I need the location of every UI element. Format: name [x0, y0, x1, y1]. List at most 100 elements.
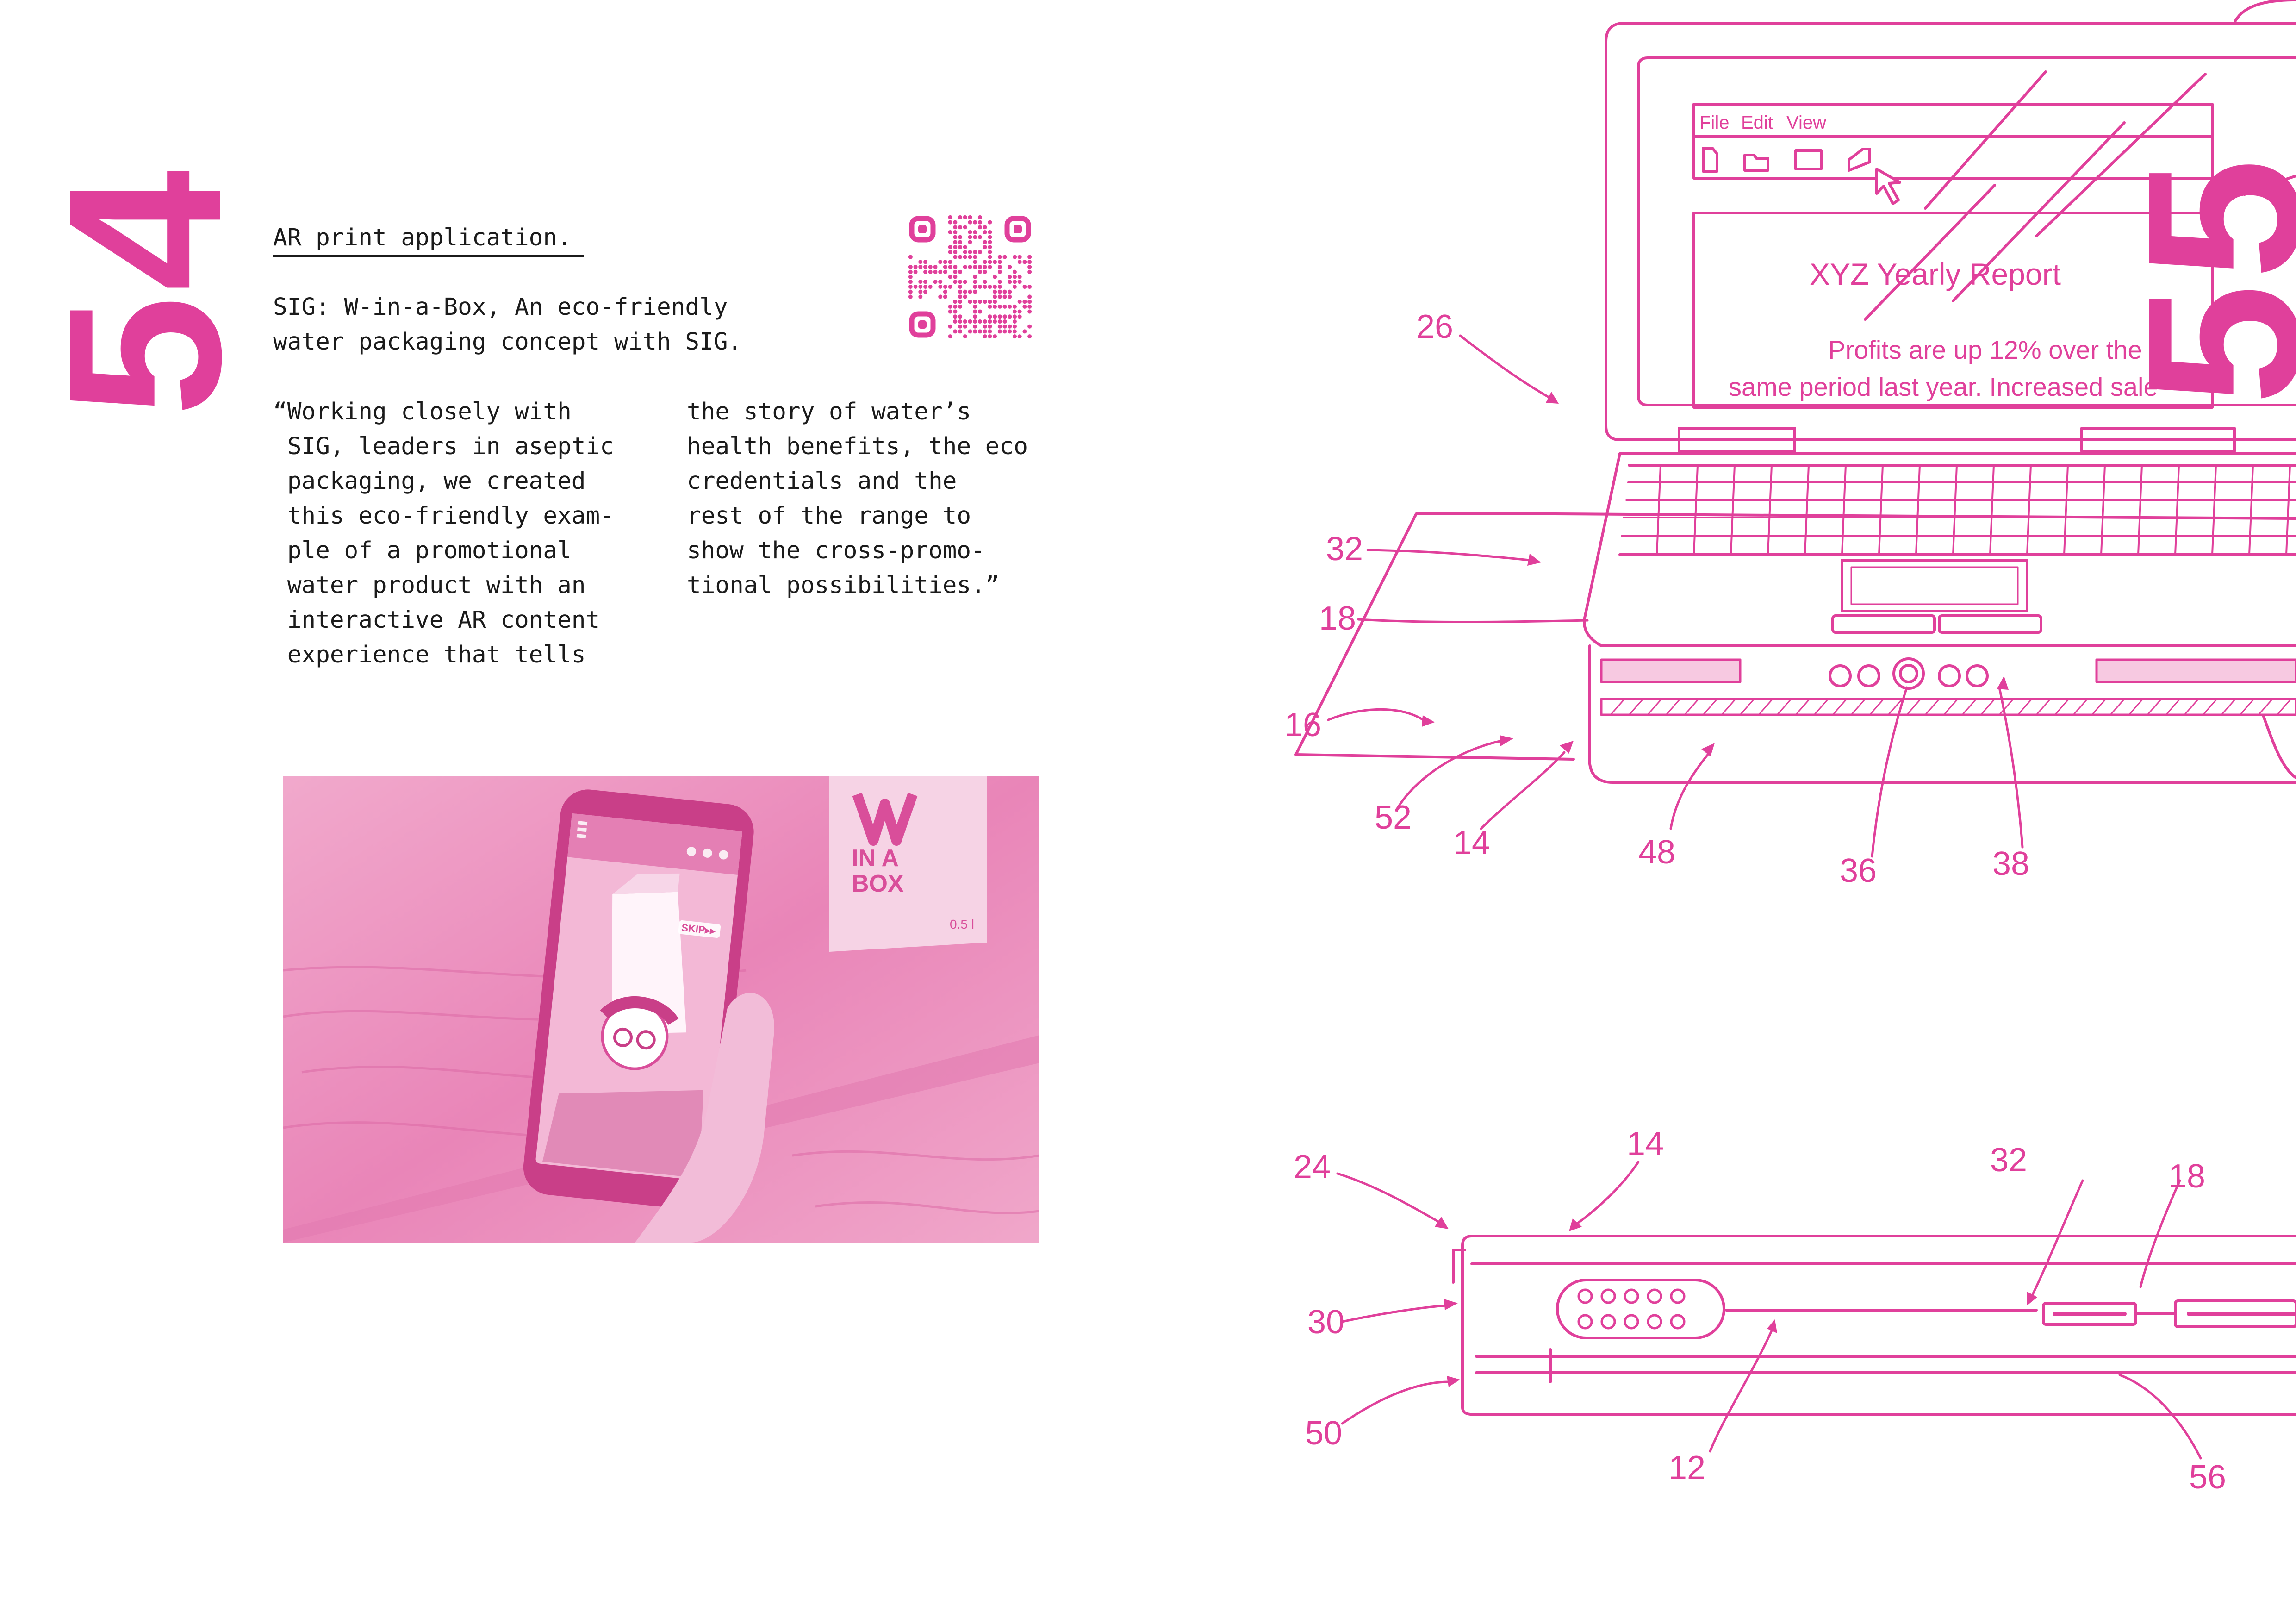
ref-numeral: 14 [1627, 1125, 1664, 1162]
qr-module [1002, 314, 1007, 319]
qr-module [948, 275, 952, 279]
qr-module [968, 235, 972, 239]
ar-demo-photo: IN A BOX 0.5 l SKIP▸▸ [283, 776, 1039, 1243]
qr-module [977, 220, 982, 225]
qr-module [913, 269, 918, 274]
qr-module [968, 215, 972, 219]
qr-module [958, 240, 963, 244]
qr-module [997, 319, 1002, 324]
qr-module [923, 260, 928, 264]
qr-module [988, 240, 992, 244]
qr-module [958, 289, 963, 294]
qr-module [997, 289, 1002, 294]
qr-module [973, 319, 977, 324]
ref-numeral: 18 [2168, 1158, 2205, 1195]
qr-module [943, 289, 947, 294]
qr-module [963, 280, 967, 284]
qr-module [963, 255, 967, 259]
qr-module [1002, 319, 1007, 324]
qr-module [908, 275, 913, 279]
qr-module [988, 314, 992, 319]
laptop-patent-drawing: File Edit View XYZ Yearly Report Profits… [1284, 0, 2296, 1496]
quote-column-right: the story of water’s health benefits, th… [687, 394, 1028, 603]
qr-module [958, 319, 963, 324]
qr-module [968, 220, 972, 225]
qr-module [1027, 309, 1032, 314]
qr-module [997, 304, 1002, 309]
qr-module [1017, 255, 1022, 259]
qr-module [1027, 284, 1032, 289]
screen-menubar: File Edit View [1699, 112, 1826, 133]
quote-line: this eco-friendly exam- [273, 502, 614, 530]
qr-module [948, 230, 952, 235]
qr-module [988, 260, 992, 264]
qr-module [997, 269, 1002, 274]
qr-module [918, 280, 923, 284]
qr-module [988, 265, 992, 269]
qr-module [1022, 329, 1027, 334]
qr-module [958, 245, 963, 250]
ref-numeral: 56 [2189, 1459, 2226, 1496]
quote-line: water product with an [273, 572, 586, 599]
quote-line: SIG, leaders in aseptic [273, 433, 614, 460]
qr-module [968, 240, 972, 244]
qr-module [988, 245, 992, 250]
qr-module [933, 265, 938, 269]
qr-module [928, 269, 933, 274]
qr-module [923, 284, 928, 289]
qr-module [983, 240, 987, 244]
qr-module [1002, 329, 1007, 334]
qr-module [988, 284, 992, 289]
qr-module [968, 265, 972, 269]
qr-module [918, 284, 923, 289]
qr-module [1027, 300, 1032, 304]
qr-module [1027, 260, 1032, 264]
qr-module [1022, 300, 1027, 304]
qr-module [908, 294, 913, 299]
intro-line: water packaging concept with SIG. [273, 328, 742, 356]
quote-line: tional possibilities.” [687, 572, 1000, 599]
qr-module [1017, 300, 1022, 304]
qr-module [993, 275, 997, 279]
report-line: Profits are up 12% over the [1828, 335, 2142, 364]
qr-module [943, 265, 947, 269]
qr-module [948, 304, 952, 309]
report-line: same period last year. Increased sale [1729, 372, 2158, 401]
qr-module [948, 215, 952, 219]
qr-module [983, 230, 987, 235]
qr-module [993, 319, 997, 324]
qr-module [1022, 260, 1027, 264]
qr-module [977, 269, 982, 274]
qr-module [953, 309, 958, 314]
ref-numeral: 12 [1668, 1449, 1705, 1487]
qr-module [963, 324, 967, 329]
qr-module [1008, 294, 1012, 299]
qr-module [988, 304, 992, 309]
qr-module [963, 245, 967, 250]
qr-module [1012, 324, 1017, 329]
quote-line: the story of water’s [687, 398, 971, 425]
qr-module [1017, 334, 1022, 339]
qr-module [963, 250, 967, 254]
qr-module [953, 304, 958, 309]
qr-module [953, 314, 958, 319]
qr-module [1008, 324, 1012, 329]
qr-module [983, 225, 987, 230]
quote-line: packaging, we created [273, 468, 586, 495]
qr-module [918, 289, 923, 294]
ref-numeral: 52 [1375, 799, 1412, 836]
qr-module [973, 275, 977, 279]
qr-module [958, 284, 963, 289]
qr-module [983, 319, 987, 324]
qr-module [1017, 280, 1022, 284]
qr-module [968, 329, 972, 334]
qr-module [908, 284, 913, 289]
qr-module [948, 250, 952, 254]
qr-module [913, 265, 918, 269]
ref-numeral: 36 [1840, 852, 1877, 889]
qr-module [918, 260, 923, 264]
qr-module [953, 240, 958, 244]
report-title: XYZ Yearly Report [1810, 257, 2061, 291]
ref-numeral: 26 [1416, 308, 1453, 345]
